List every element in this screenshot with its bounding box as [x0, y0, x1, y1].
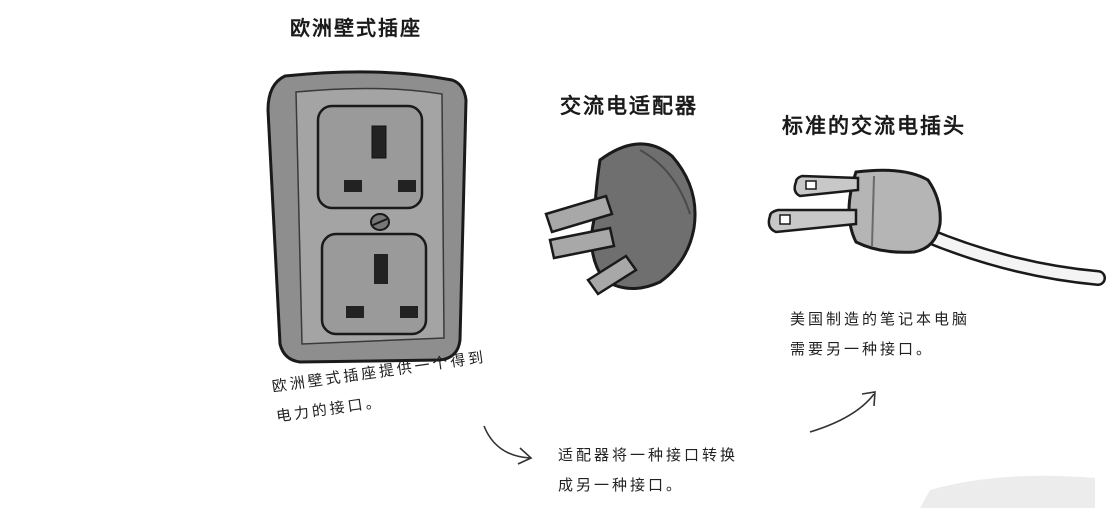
arrow-to-adapter-note	[483, 425, 533, 465]
wall-socket-illustration	[266, 70, 468, 364]
adapter-note-line1: 适配器将一种接口转换	[558, 446, 739, 464]
paper-smudge	[920, 475, 1095, 508]
adapter-note: 适配器将一种接口转换 成另一种接口。	[558, 440, 738, 500]
plug-note: 美国制造的笔记本电脑 需要另一种接口。	[790, 304, 970, 364]
plug-title: 标准的交流电插头	[782, 114, 966, 138]
us-plug-illustration	[767, 168, 1106, 286]
plug-note-line2: 需要另一种接口。	[790, 340, 935, 358]
plug-note-line1: 美国制造的笔记本电脑	[790, 310, 971, 328]
adapter-note-line2: 成另一种接口。	[558, 476, 685, 494]
adapter-title: 交流电适配器	[560, 94, 698, 118]
adapter-illustration	[544, 142, 697, 296]
arrow-to-plug-note	[809, 391, 876, 433]
socket-title: 欧洲壁式插座	[290, 16, 422, 40]
